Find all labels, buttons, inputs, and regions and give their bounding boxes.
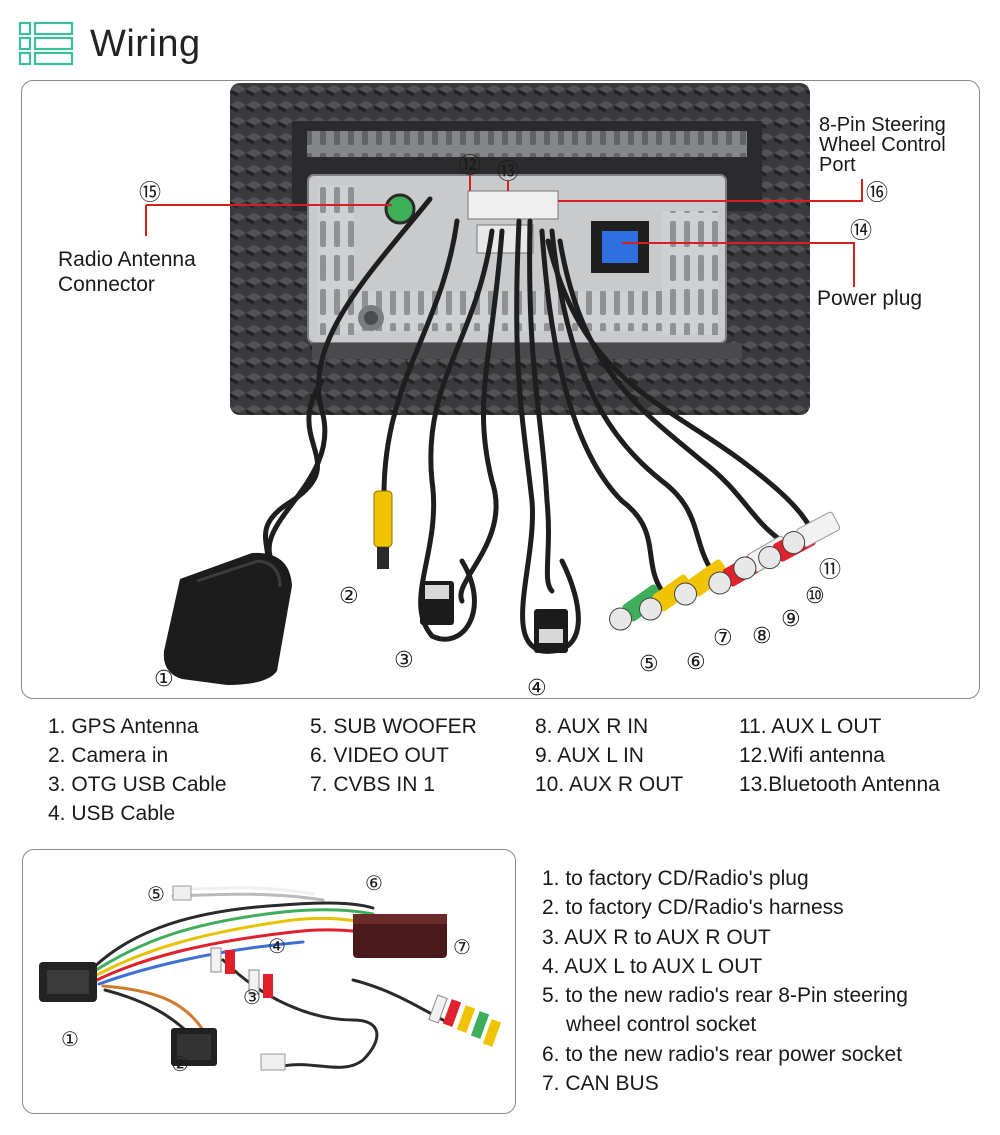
harness-notes: 1. to factory CD/Radio's plug 2. to fact… <box>542 864 908 1098</box>
harness-marker-7: ⑦ <box>453 937 471 959</box>
note-item: 3. AUX R to AUX R OUT <box>542 925 771 949</box>
wiring-legend: 1. GPS Antenna 2. Camera in 3. OTG USB C… <box>48 712 978 832</box>
note-item-continuation: wheel control socket <box>566 1013 757 1037</box>
rca-plugs <box>609 511 841 631</box>
legend-column-1: 1. GPS Antenna 2. Camera in 3. OTG USB C… <box>48 712 227 828</box>
legend-column-2: 5. SUB WOOFER 6. VIDEO OUT 7. CVBS IN 1 <box>310 712 477 799</box>
legend-item: 2. Camera in <box>48 744 169 767</box>
antenna-label-line1: Radio Antenna <box>58 248 196 271</box>
marker-11: ⑪ <box>819 557 841 582</box>
rca-bundle <box>428 994 502 1047</box>
can-bus-box <box>353 914 447 958</box>
camera-in-plug <box>373 490 393 569</box>
harness-markers: ① ② ③ ④ ⑤ ⑥ ⑦ <box>61 873 471 1076</box>
antenna-label-line2: Connector <box>58 273 155 296</box>
legend-item: 5. SUB WOOFER <box>310 715 477 738</box>
number-markers: ① ② ③ ④ ⑤ ⑥ ⑦ ⑧ ⑨ ⑩ ⑪ ⑫ ⑬ ⑭ ⑮ ⑯ <box>139 153 888 698</box>
harness-marker-1: ① <box>61 1029 79 1051</box>
marker-6: ⑥ <box>686 649 706 674</box>
marker-7: ⑦ <box>713 625 733 650</box>
note-item: 2. to factory CD/Radio's harness <box>542 896 844 920</box>
factory-plug <box>39 962 97 1002</box>
marker-16: ⑯ <box>866 180 888 205</box>
harness-marker-3: ③ <box>243 987 261 1009</box>
legend-item: 10. AUX R OUT <box>535 773 684 796</box>
note-item: 5. to the new radio's rear 8-Pin steerin… <box>542 984 908 1008</box>
marker-1: ① <box>154 666 174 691</box>
legend-item: 7. CVBS IN 1 <box>310 773 435 796</box>
list-icon <box>18 21 74 66</box>
legend-column-3: 8. AUX R IN 9. AUX L IN 10. AUX R OUT <box>535 712 683 799</box>
legend-item: 12.Wifi antenna <box>739 744 885 767</box>
marker-13: ⑬ <box>497 159 519 184</box>
wiring-diagram: Radio Antenna Connector 8-Pin Steering W… <box>58 83 946 698</box>
legend-item: 6. VIDEO OUT <box>310 744 449 767</box>
legend-item: 8. AUX R IN <box>535 715 649 738</box>
steering-label-line2: Wheel Control <box>819 134 946 156</box>
note-item: 1. to factory CD/Radio's plug <box>542 867 809 890</box>
marker-15: ⑮ <box>139 180 161 205</box>
note-item: 6. to the new radio's rear power socket <box>542 1042 903 1066</box>
legend-column-4: 11. AUX L OUT 12.Wifi antenna 13.Bluetoo… <box>739 712 940 799</box>
marker-10: ⑩ <box>805 583 825 608</box>
steering-connector <box>260 1053 286 1071</box>
harness-wires <box>91 886 445 1069</box>
page-header: Wiring <box>18 18 201 70</box>
marker-5: ⑤ <box>639 651 659 676</box>
gps-antenna-puck <box>163 552 292 685</box>
marker-14: ⑭ <box>850 218 872 243</box>
cables <box>259 196 815 654</box>
harness-photo-panel: ① ② ③ ④ ⑤ ⑥ ⑦ <box>22 849 516 1114</box>
note-item: 4. AUX L to AUX L OUT <box>542 954 763 978</box>
marker-3: ③ <box>394 647 414 672</box>
legend-item: 3. OTG USB Cable <box>48 773 227 796</box>
legend-item: 11. AUX L OUT <box>739 715 882 738</box>
harness-marker-2: ② <box>171 1054 189 1076</box>
legend-item: 4. USB Cable <box>48 802 176 825</box>
marker-9: ⑨ <box>781 606 801 631</box>
harness-marker-6: ⑥ <box>365 873 383 895</box>
legend-item: 9. AUX L IN <box>535 744 644 767</box>
legend-item: 1. GPS Antenna <box>48 715 199 738</box>
leader-lines <box>145 175 863 287</box>
marker-8: ⑧ <box>752 623 772 648</box>
steering-label-line3: Port <box>819 154 856 176</box>
wiring-photo-panel: Radio Antenna Connector 8-Pin Steering W… <box>21 80 980 699</box>
legend-item: 13.Bluetooth Antenna <box>739 773 940 796</box>
head-unit <box>230 83 810 415</box>
marker-4: ④ <box>527 675 547 698</box>
power-plug-label: Power plug <box>817 287 922 310</box>
page-title: Wiring <box>90 22 201 65</box>
harness-marker-4: ④ <box>268 936 286 958</box>
steering-label-line1: 8-Pin Steering <box>819 114 946 136</box>
factory-harness-connector <box>171 1028 217 1066</box>
note-item: 7. CAN BUS <box>542 1072 659 1096</box>
harness-diagram: ① ② ③ ④ ⑤ ⑥ ⑦ <box>39 873 502 1076</box>
aux-rca-plugs <box>210 947 273 998</box>
marker-2: ② <box>339 583 359 608</box>
marker-12: ⑫ <box>459 153 481 178</box>
harness-marker-5: ⑤ <box>147 884 165 906</box>
